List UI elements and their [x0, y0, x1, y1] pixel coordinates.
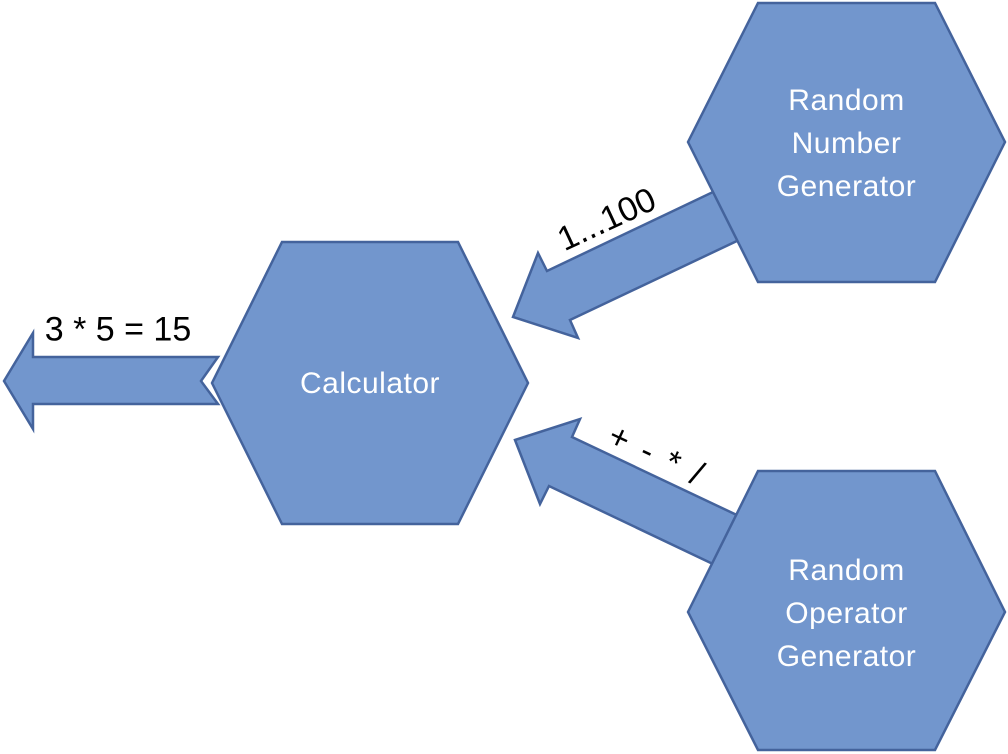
node-label-line: Generator: [776, 640, 917, 673]
node-label-line: Random: [788, 554, 905, 587]
node-random-operator-generator-hexagon: [686, 469, 1007, 752]
node-label-calculator: Calculator: [220, 362, 520, 405]
edge-label-result: 3 * 5 = 15: [44, 310, 192, 349]
node-label-line: Random: [788, 84, 905, 117]
node-label-line: Generator: [776, 170, 917, 203]
node-label-random-operator-generator: Random Operator Generator: [696, 549, 997, 678]
node-calculator-hexagon: [210, 240, 530, 526]
node-label-line: Calculator: [299, 367, 441, 400]
node-random-number-generator-hexagon: [686, 1, 1007, 284]
node-label-line: Operator: [785, 597, 908, 630]
arrow-calculator-output: [2, 328, 221, 434]
node-label-line: Number: [791, 127, 902, 160]
node-label-random-number-generator: Random Number Generator: [696, 79, 997, 208]
